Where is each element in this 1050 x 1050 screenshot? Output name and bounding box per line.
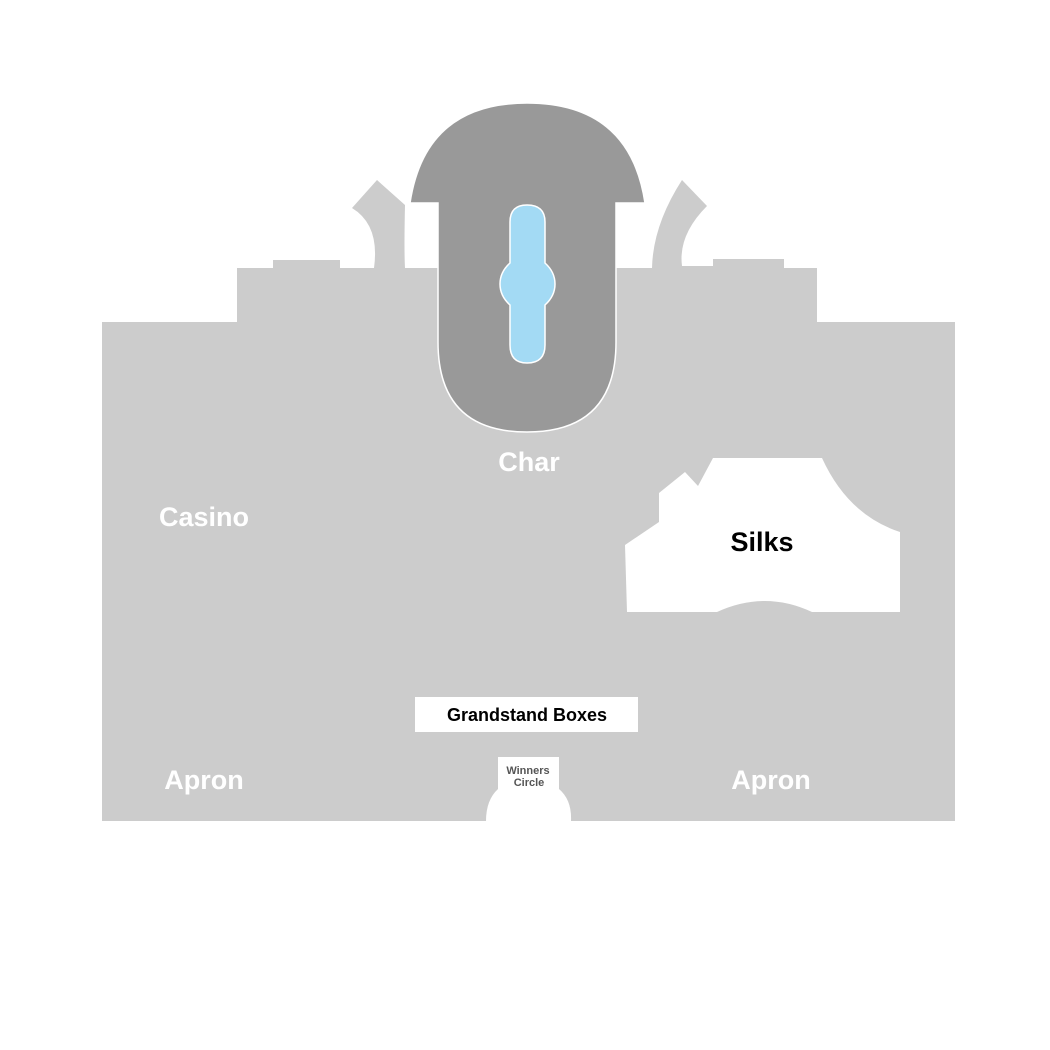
winners-circle-label-line1: Winners — [506, 765, 549, 777]
apron-right-label: Apron — [731, 765, 810, 795]
winners-circle-label-line2: Circle — [514, 777, 545, 789]
grandstand-boxes-section[interactable] — [415, 697, 638, 732]
apron-left-label: Apron — [164, 765, 243, 795]
silks-section[interactable] — [625, 458, 900, 612]
silks-label: Silks — [730, 527, 793, 557]
venue-floor-area[interactable] — [102, 180, 955, 821]
water-feature — [499, 204, 556, 364]
casino-label: Casino — [159, 502, 249, 532]
grandstand-boxes-label: Grandstand Boxes — [447, 705, 607, 725]
char-label: Char — [498, 447, 560, 477]
winners-circle-section[interactable] — [486, 757, 572, 821]
